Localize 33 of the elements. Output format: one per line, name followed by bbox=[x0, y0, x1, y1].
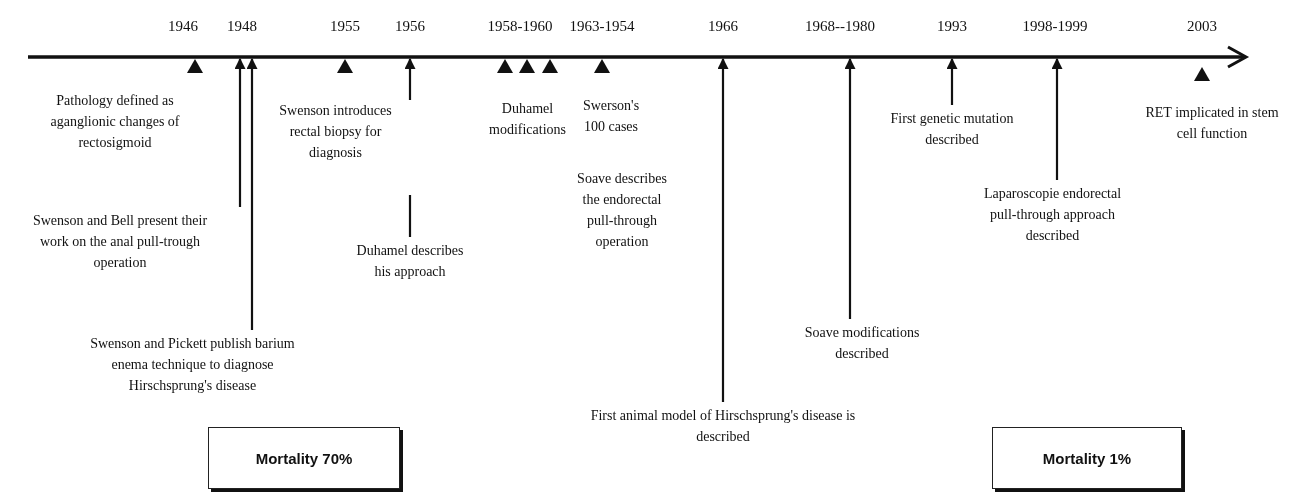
event-text: Swenson and Pickett publish barium enema technique to diagnose Hirschsprung's disease bbox=[80, 333, 305, 396]
event-text: Pathology defined as aganglionic changes of rectosigmoid bbox=[25, 90, 205, 153]
event-text: Laparoscopie endorectal pull-through approach described bbox=[970, 183, 1135, 246]
year-label: 1955 bbox=[330, 18, 360, 35]
year-label: 1968--1980 bbox=[805, 18, 875, 35]
arrow bbox=[717, 57, 729, 402]
arrow bbox=[404, 57, 416, 239]
mortality-box: Mortality 70% bbox=[208, 427, 400, 489]
event-text: Swenson and Bell present their work on the anal pull-trough operation bbox=[30, 210, 210, 273]
event-text: Duhamel describes his approach bbox=[350, 240, 470, 282]
event-text: Soave modifications described bbox=[792, 322, 932, 364]
event-text: Duhamel modifications bbox=[480, 98, 575, 140]
year-label: 1958-1960 bbox=[487, 18, 553, 35]
arrow bbox=[234, 57, 246, 207]
year-label: 1998-1999 bbox=[1022, 18, 1088, 35]
event-text: Swerson's 100 cases bbox=[575, 95, 647, 137]
mortality-box: Mortality 1% bbox=[992, 427, 1182, 489]
year-label: 1946 bbox=[168, 18, 198, 35]
event-text: RET implicated in stem cell function bbox=[1137, 102, 1287, 144]
year-label: 1948 bbox=[227, 18, 257, 35]
event-text: First animal model of Hirschsprung's disease is described bbox=[588, 405, 858, 447]
year-label: 2003 bbox=[1187, 18, 1217, 35]
year-label: 1966 bbox=[708, 18, 738, 35]
event-text: Swenson introduces rectal biopsy for diagnosis bbox=[268, 100, 403, 163]
arrow bbox=[1051, 57, 1063, 180]
year-label: 1956 bbox=[395, 18, 425, 35]
arrow bbox=[946, 57, 958, 105]
event-text: Soave describes the endorectal pull-through operation bbox=[570, 168, 674, 252]
year-label: 1993 bbox=[937, 18, 967, 35]
arrow bbox=[844, 57, 856, 319]
event-text: First genetic mutation described bbox=[877, 108, 1027, 150]
arrow bbox=[246, 57, 258, 330]
year-label: 1963-1954 bbox=[569, 18, 635, 35]
